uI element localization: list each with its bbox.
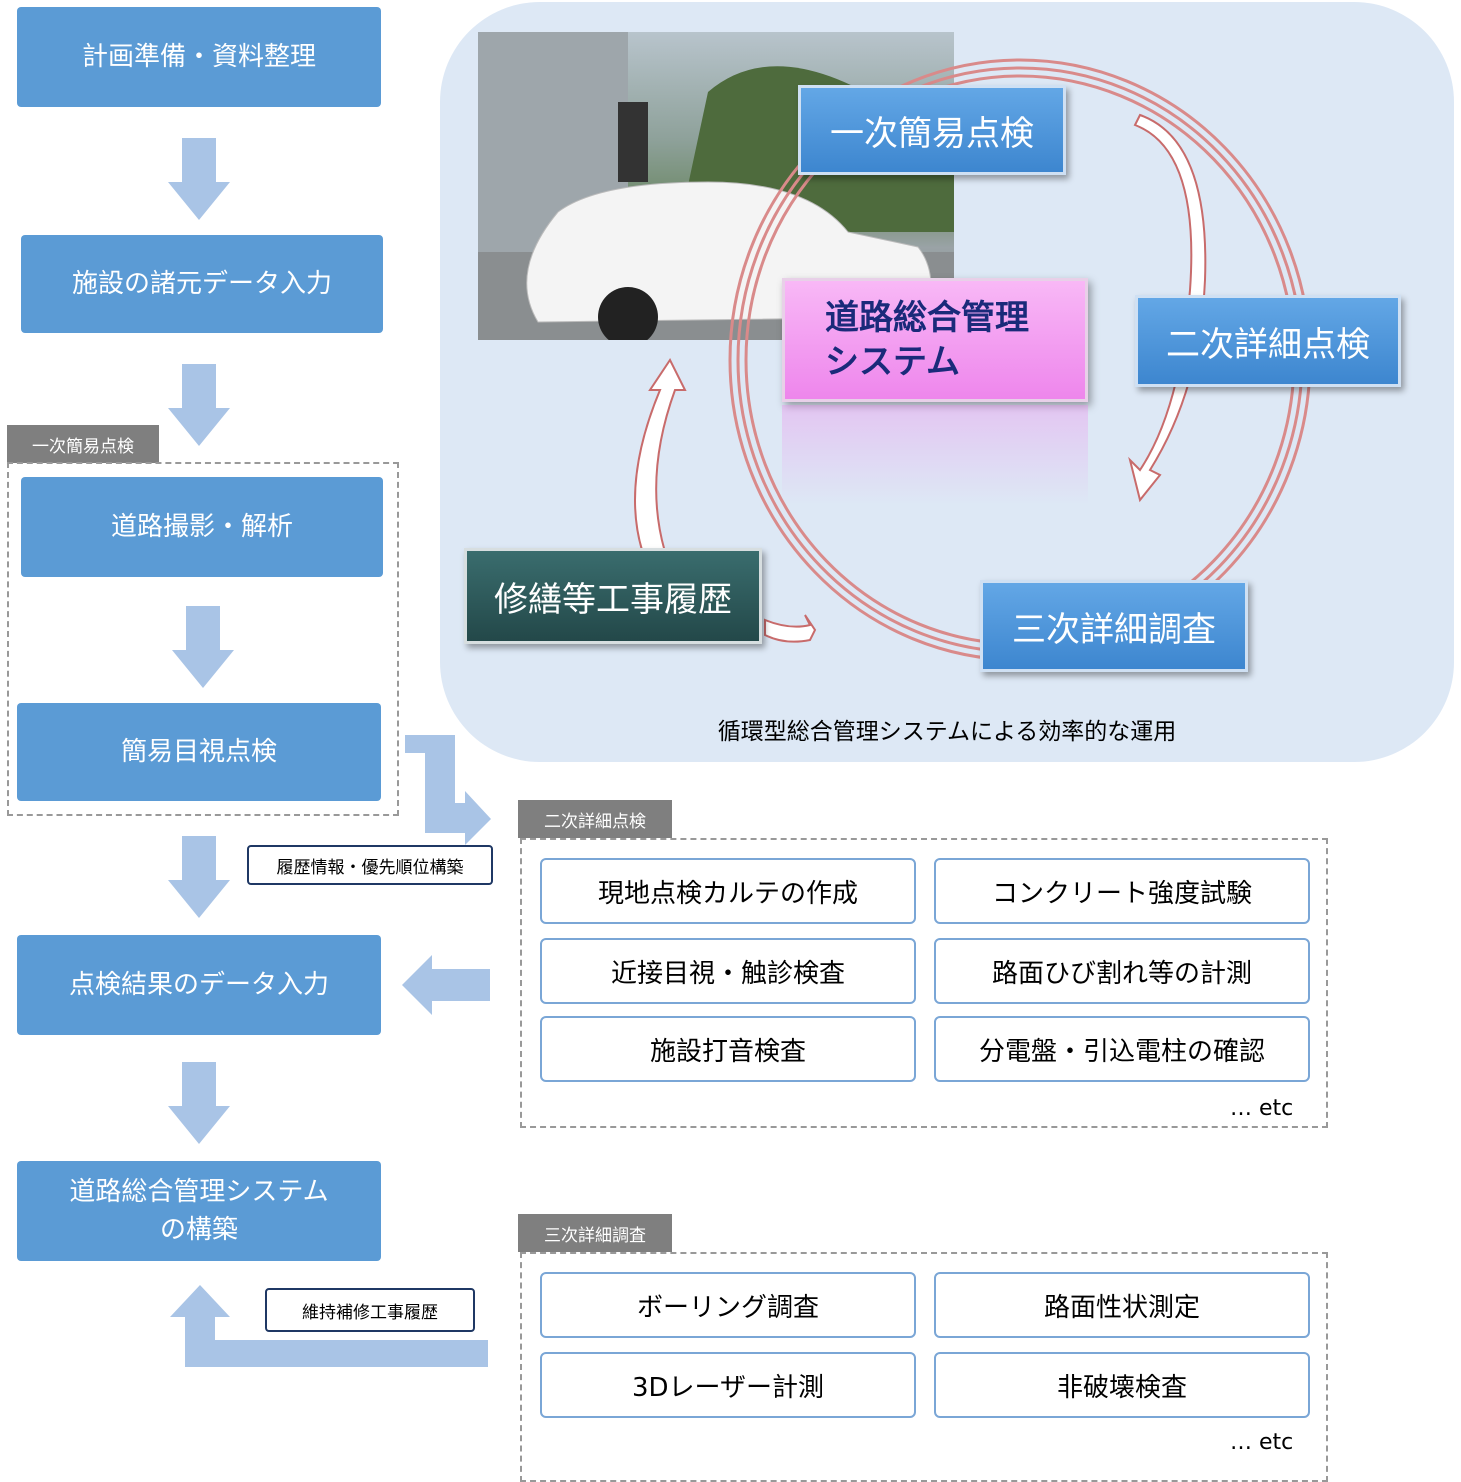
down-arrow-1 [168, 138, 230, 220]
cycle-center-system: 道路総合管理 システム [782, 278, 1088, 402]
tertiary-item-2: 路面性状測定 [934, 1272, 1310, 1338]
cycle-caption: 循環型総合管理システムによる効率的な運用 [717, 719, 1177, 745]
secondary-item-6: 分電盤・引込電柱の確認 [934, 1016, 1310, 1082]
history-priority-note: 履歴情報・優先順位構築 [247, 845, 493, 885]
secondary-item-1: 現地点検カルテの作成 [540, 858, 916, 924]
step-plan-prep: 計画準備・資料整理 [17, 7, 381, 107]
secondary-inspection-group [520, 838, 1328, 1128]
cycle-repair-history: 修繕等工事履歴 [464, 548, 762, 644]
repair-history-note: 維持補修工事履歴 [265, 1288, 475, 1332]
bent-arrow-to-secondary [405, 735, 491, 845]
down-arrow-3 [172, 606, 234, 688]
cycle-tertiary-survey: 三次詳細調査 [980, 580, 1248, 672]
tertiary-item-1: ボーリング調査 [540, 1272, 916, 1338]
step-road-photo: 道路撮影・解析 [21, 477, 383, 577]
tertiary-item-4: 非破壊検査 [934, 1352, 1310, 1418]
secondary-item-4: 路面ひび割れ等の計測 [934, 938, 1310, 1004]
secondary-item-2: コンクリート強度試験 [934, 858, 1310, 924]
cycle-secondary-inspection: 二次詳細点検 [1135, 295, 1401, 387]
primary-inspection-tag: 一次簡易点検 [7, 425, 159, 463]
step-result-input: 点検結果のデータ入力 [17, 935, 381, 1035]
cycle-primary-inspection: 一次簡易点検 [798, 85, 1066, 175]
tertiary-survey-tag: 三次詳細調査 [518, 1214, 672, 1252]
up-arrow-repair-history [170, 1285, 488, 1367]
left-arrow-to-results [402, 955, 490, 1015]
tertiary-etc: … etc [1230, 1430, 1294, 1455]
down-arrow-2 [168, 364, 230, 446]
secondary-item-3: 近接目視・触診検査 [540, 938, 916, 1004]
step-visual-inspection: 簡易目視点検 [17, 703, 381, 801]
secondary-inspection-tag: 二次詳細点検 [518, 800, 672, 838]
secondary-etc: … etc [1230, 1096, 1294, 1121]
primary-inspection-group [7, 462, 399, 816]
secondary-item-5: 施設打音検査 [540, 1016, 916, 1082]
center-system-reflection [782, 405, 1088, 505]
step-spec-input: 施設の諸元データ入力 [21, 235, 383, 333]
down-arrow-4 [168, 836, 230, 918]
tertiary-item-3: 3Dレーザー計測 [540, 1352, 916, 1418]
down-arrow-5 [168, 1062, 230, 1144]
step-build-system: 道路総合管理システム の構築 [17, 1161, 381, 1261]
